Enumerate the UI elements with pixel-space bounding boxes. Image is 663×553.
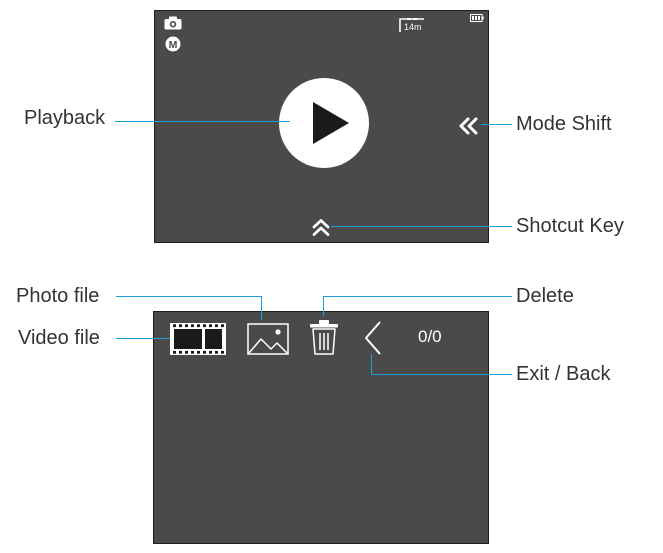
chevron-left-icon	[365, 321, 381, 355]
exit-back-button[interactable]	[362, 320, 384, 356]
battery-icon	[470, 14, 484, 22]
label-exit-back: Exit / Back	[516, 363, 611, 385]
image-icon	[247, 323, 289, 355]
time-remaining: 14m	[404, 22, 422, 32]
leader-line-photo-file-v	[261, 296, 262, 320]
photo-file-button[interactable]	[247, 323, 289, 355]
camera-icon	[164, 16, 182, 30]
play-button[interactable]	[279, 78, 369, 168]
leader-line-delete-h	[323, 296, 512, 297]
double-chevron-up-icon	[312, 219, 330, 236]
label-shortcut-key: Shotcut Key	[516, 215, 624, 237]
film-strip-icon	[170, 323, 226, 355]
play-icon	[279, 78, 369, 168]
label-playback: Playback	[24, 107, 106, 129]
file-counter: 0/0	[418, 327, 442, 346]
mode-shift-button[interactable]	[458, 117, 480, 135]
leader-line-shortcut-key	[331, 226, 512, 227]
manual-mode-icon: M	[165, 36, 181, 52]
label-mode-shift: Mode Shift	[516, 113, 612, 135]
label-video-file: Video file	[18, 327, 100, 349]
leader-line-mode-shift	[481, 124, 512, 125]
file-browser-screen: 0/0	[153, 311, 489, 544]
video-file-button[interactable]	[170, 323, 226, 355]
label-photo-file: Photo file	[16, 285, 100, 307]
leader-line-video-file	[116, 338, 170, 339]
trash-icon	[310, 320, 338, 355]
leader-line-exit-back-h	[371, 374, 512, 375]
delete-button[interactable]	[309, 318, 339, 356]
leader-line-playback	[115, 121, 290, 122]
shortcut-key-button[interactable]	[311, 218, 331, 238]
leader-line-photo-file-h	[116, 296, 262, 297]
label-delete: Delete	[516, 285, 574, 307]
leader-line-delete-v	[323, 296, 324, 316]
playback-screen: M 14m	[154, 10, 489, 243]
leader-line-exit-back-v	[371, 354, 372, 374]
sd-card-icon: 14m	[399, 17, 425, 33]
svg-text:M: M	[169, 39, 178, 51]
double-chevron-left-icon	[459, 117, 478, 135]
